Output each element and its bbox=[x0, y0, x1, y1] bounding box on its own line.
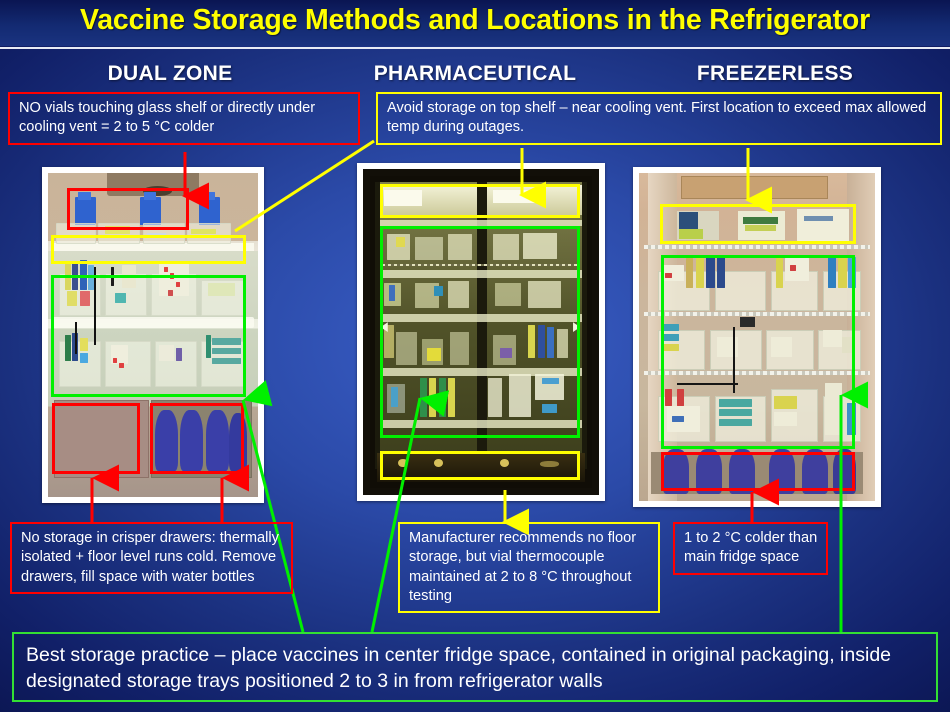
title-divider bbox=[0, 47, 950, 49]
column-header-freezerless: FREEZERLESS bbox=[696, 62, 854, 85]
pharmaceutical-photo bbox=[357, 163, 605, 501]
callout-bottom-shelf-colder: 1 to 2 °C colder than main fridge space bbox=[673, 522, 828, 575]
highlight-pharm-center-shelves bbox=[379, 226, 581, 438]
column-header-dual-zone: DUAL ZONE bbox=[107, 62, 233, 85]
highlight-pharm-top-shelf bbox=[379, 183, 581, 218]
freezerless-photo bbox=[633, 167, 881, 507]
highlight-dual-center-storage bbox=[51, 275, 247, 397]
title-bar bbox=[0, 0, 950, 46]
highlight-dual-upper-vial-trays bbox=[51, 234, 247, 264]
highlight-pharm-floor-storage bbox=[379, 450, 581, 481]
page-title: Vaccine Storage Methods and Locations in… bbox=[80, 4, 870, 36]
column-header-pharmaceutical: PHARMACEUTICAL bbox=[373, 62, 577, 85]
callout-manufacturer-no-floor-storage: Manufacturer recommends no floor storage… bbox=[398, 522, 660, 613]
callout-avoid-top-shelf-storage: Avoid storage on top shelf – near coolin… bbox=[376, 92, 942, 145]
dual-zone-photo bbox=[42, 167, 264, 503]
highlight-dual-left-crisper bbox=[52, 403, 141, 475]
highlight-freez-center-storage bbox=[661, 255, 855, 449]
callout-no-vials-touching-glass-shelf: NO vials touching glass shelf or directl… bbox=[8, 92, 360, 145]
callout-no-crisper-drawer-storage: No storage in crisper drawers: thermally… bbox=[10, 522, 293, 594]
highlight-dual-right-crisper bbox=[149, 403, 245, 475]
highlight-freez-top-shelf bbox=[660, 204, 857, 244]
callout-best-storage-practice-banner: Best storage practice – place vaccines i… bbox=[12, 632, 938, 702]
highlight-freez-bottom-shelf bbox=[661, 451, 855, 492]
highlight-dual-top-water-bottles bbox=[66, 187, 189, 230]
